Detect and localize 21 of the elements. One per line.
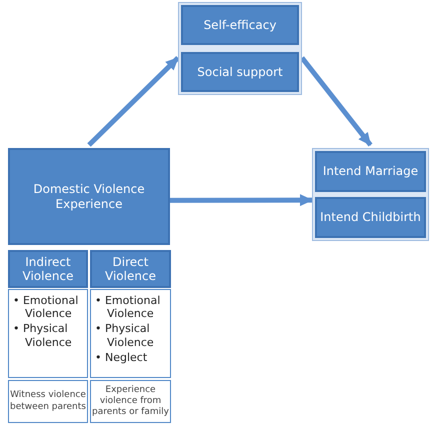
concept-box: Social support [181,52,299,92]
concept-box: Indirect Violence [8,250,88,288]
description-box: Experience violence from parents or family [90,380,171,423]
list-item: • Emotional Violence [13,294,80,320]
arrow [87,56,180,147]
list-item: • Neglect [95,350,148,364]
concept-box: Domestic Violence Experience [8,148,170,245]
concept-box: Direct Violence [90,250,171,288]
concept-box: Self-efficacy [181,5,299,45]
list-item: • Physical Violence [95,322,155,349]
description-box: Witness violence between parents [8,380,88,423]
concept-box: Intend Childbirth [315,197,426,238]
concept-box: Intend Marriage [315,151,426,192]
group-frame [178,2,302,95]
group-frame [312,148,429,241]
arrow [170,194,313,206]
list-panel [8,289,88,378]
list-panel [90,289,171,378]
list-item: • Emotional Violence [95,294,162,320]
arrow [300,56,372,147]
list-item: • Physical Violence [13,322,73,349]
